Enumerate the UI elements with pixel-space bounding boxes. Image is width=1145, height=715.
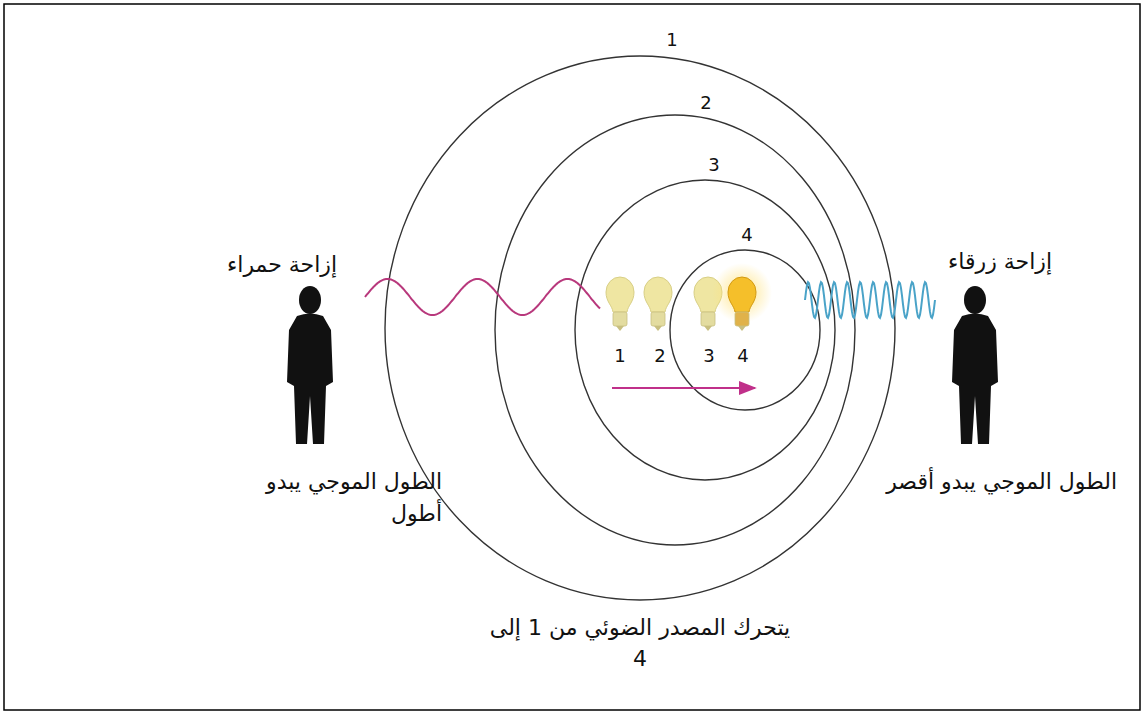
wavefronts	[385, 56, 895, 600]
wavelength-note: الطول الموجي يبدو أقصر	[886, 466, 1117, 498]
bulb-number-holder: 4	[583, 343, 903, 369]
wavefront-number: 1	[663, 27, 680, 53]
bulb-number: 3	[703, 343, 714, 369]
caption-holder: يتحرك المصدر الضوئي من 1 إلى 4	[480, 612, 800, 676]
bulb-number: 1	[614, 343, 625, 369]
wavefront-number: 3	[705, 152, 722, 178]
observer-left	[287, 286, 333, 444]
shift-label-holder: إزاحة حمراء	[122, 249, 442, 281]
wavefront-circle	[385, 56, 895, 600]
motion-arrow	[612, 387, 755, 389]
wavefront-number: 2	[697, 90, 714, 116]
wavefront-circle	[670, 250, 820, 410]
shift-label: إزاحة حمراء	[227, 249, 337, 281]
bulb-number-holder: 2	[500, 343, 820, 369]
caption: يتحرك المصدر الضوئي من 1 إلى 4	[480, 612, 800, 676]
wavelength-note-holder: الطول الموجي يبدو أطول	[212, 466, 442, 530]
light-bulb	[712, 263, 772, 331]
bulb-number: 2	[654, 343, 665, 369]
wavefront-number: 4	[738, 222, 755, 248]
observer-right	[952, 286, 998, 444]
light-bulb	[644, 277, 672, 331]
wavefront-number-holder: 4	[587, 222, 907, 248]
light-bulbs	[606, 263, 772, 331]
wavefront-circle	[495, 115, 855, 545]
red-wave	[365, 279, 600, 315]
blue-wave	[805, 282, 935, 318]
bulb-number: 4	[737, 343, 748, 369]
wavefront-number-holder: 2	[546, 90, 866, 116]
frame	[4, 4, 1140, 710]
wavefront-number-holder: 3	[554, 152, 874, 178]
shift-label: إزاحة زرقاء	[948, 246, 1052, 278]
light-bulb	[606, 277, 634, 331]
bulb-number-holder: 1	[460, 343, 780, 369]
wavelength-note: الطول الموجي يبدو أطول	[212, 466, 442, 530]
wavefront-circle	[575, 180, 835, 480]
wavelength-note-holder: الطول الموجي يبدو أقصر	[867, 466, 1117, 498]
shift-label-holder: إزاحة زرقاء	[840, 246, 1145, 278]
bulb-number-holder: 3	[549, 343, 869, 369]
wavefront-number-holder: 1	[512, 27, 832, 53]
